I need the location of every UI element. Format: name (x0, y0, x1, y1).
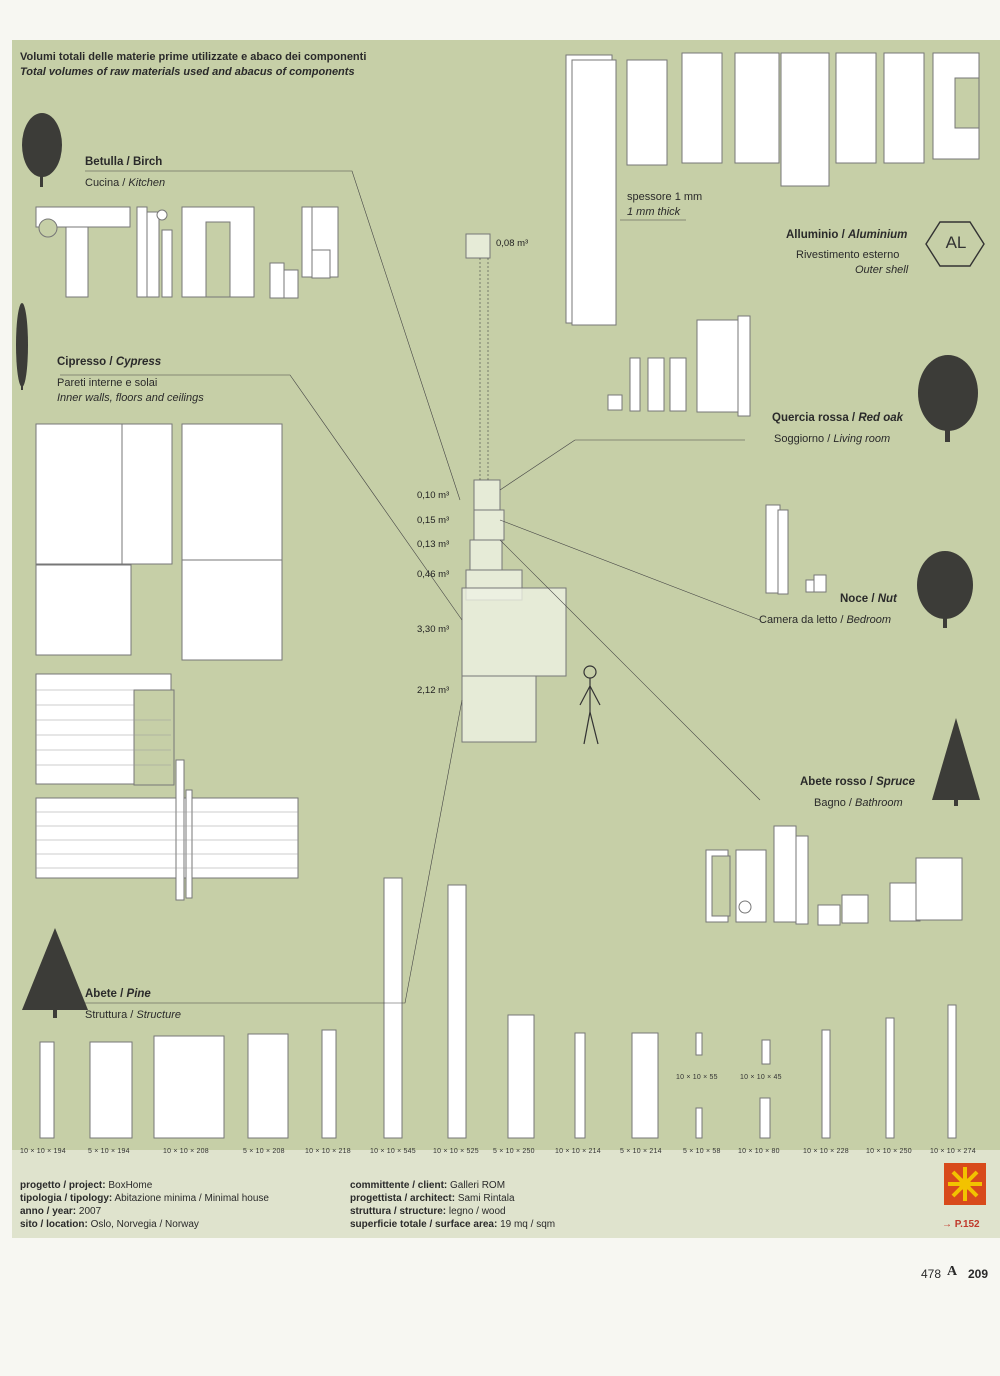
birch-use: Cucina / Kitchen (85, 177, 166, 189)
volume-label: 2,12 m³ (417, 685, 450, 696)
aluminium-use-it: Rivestimento esterno (796, 249, 900, 261)
aluminium-use-en: Outer shell (855, 264, 909, 276)
info-client: committente / client: Galleri ROM (350, 1180, 506, 1191)
info-structure: struttura / structure: legno / wood (350, 1206, 506, 1217)
aluminium-thickness-it: spessore 1 mm (627, 191, 703, 203)
title-english: Total volumes of raw materials used and … (20, 66, 355, 78)
nut-name: Noce / Nut (840, 593, 897, 605)
page-reference-link[interactable]: → P.152 (942, 1219, 980, 1230)
nut-use: Camera da letto / Bedroom (759, 614, 892, 626)
info-site: sito / location: Oslo, Norvegia / Norway (20, 1219, 199, 1230)
birch-name: Betulla / Birch (85, 156, 163, 168)
nut-components (765, 504, 827, 595)
central-volume-stack (461, 233, 567, 743)
beam-dim-label: 10 × 10 × 525 (433, 1148, 479, 1155)
beam-dim-label: 5 × 10 × 194 (88, 1148, 130, 1155)
volume-label: 0,08 m³ (496, 238, 529, 249)
pine-beams (39, 877, 957, 1139)
beam-dim-label: 10 × 10 × 218 (305, 1148, 351, 1155)
beam-dim-label: 10 × 10 × 45 (740, 1074, 782, 1081)
beam-dim-label: 10 × 10 × 194 (20, 1148, 66, 1155)
cypress-use-it: Pareti interne e solai (57, 377, 158, 389)
info-typology: tipologia / tipology: Abitazione minima … (20, 1193, 269, 1204)
redoak-use: Soggiorno / Living room (774, 433, 891, 445)
aluminium-symbol: AL (945, 233, 967, 252)
beam-dim-label: 10 × 10 × 208 (163, 1148, 209, 1155)
human-figure (579, 665, 601, 745)
info-architect: progettista / architect: Sami Rintala (350, 1193, 515, 1204)
redoak-components (607, 315, 751, 417)
beam-dim-label: 10 × 10 × 55 (676, 1074, 718, 1081)
pine-use: Struttura / Structure (85, 1009, 181, 1021)
beam-dim-label: 5 × 10 × 58 (683, 1148, 721, 1155)
issue-number: 478 (921, 1267, 942, 1281)
cypress-panels (35, 423, 299, 901)
panel-stripes (36, 689, 298, 869)
info-area: superficie totale / surface area: 19 mq … (350, 1219, 556, 1230)
birch-components (35, 206, 339, 299)
volume-label: 0,10 m³ (417, 490, 450, 501)
info-year: anno / year: 2007 (20, 1206, 102, 1217)
beam-dim-label: 10 × 10 × 545 (370, 1148, 416, 1155)
aluminium-hexagon-icon (925, 221, 985, 267)
volume-label: 0,46 m³ (417, 569, 450, 580)
page-number: 209 (968, 1267, 989, 1281)
beam-dim-label: 10 × 10 × 228 (803, 1148, 849, 1155)
beam-dim-label: 10 × 10 × 80 (738, 1148, 780, 1155)
title-italian: Volumi totali delle materie prime utiliz… (20, 51, 367, 63)
volume-label: 0,13 m³ (417, 539, 450, 550)
cypress-name: Cipresso / Cypress (57, 356, 162, 368)
spruce-use: Bagno / Bathroom (814, 797, 903, 809)
magazine-logo: A (947, 1264, 958, 1279)
beam-dim-label: 10 × 10 × 250 (866, 1148, 912, 1155)
spruce-name: Abete rosso / Spruce (800, 776, 916, 788)
beam-dim-label: 5 × 10 × 208 (243, 1148, 285, 1155)
redoak-name: Quercia rossa / Red oak (772, 412, 904, 424)
cypress-use-en: Inner walls, floors and ceilings (57, 392, 204, 404)
aluminium-panels (565, 52, 980, 326)
project-info-bar (12, 1150, 1000, 1238)
beam-dim-label: 5 × 10 × 250 (493, 1148, 535, 1155)
aluminium-name: Alluminio / Aluminium (786, 229, 908, 241)
info-project: progetto / project: BoxHome (20, 1180, 153, 1191)
volume-label: 3,30 m³ (417, 624, 450, 635)
volume-label: 0,15 m³ (417, 515, 450, 526)
beam-dim-label: 5 × 10 × 214 (620, 1148, 662, 1155)
category-logo-icon (944, 1163, 986, 1205)
leader-lines (60, 170, 761, 1004)
tree-illustrations (16, 113, 980, 1018)
aluminium-thickness-en: 1 mm thick (627, 206, 681, 218)
pine-name: Abete / Pine (85, 988, 151, 1000)
beam-dim-label: 10 × 10 × 214 (555, 1148, 601, 1155)
beam-dim-label: 10 × 10 × 274 (930, 1148, 976, 1155)
spruce-components (705, 825, 963, 926)
